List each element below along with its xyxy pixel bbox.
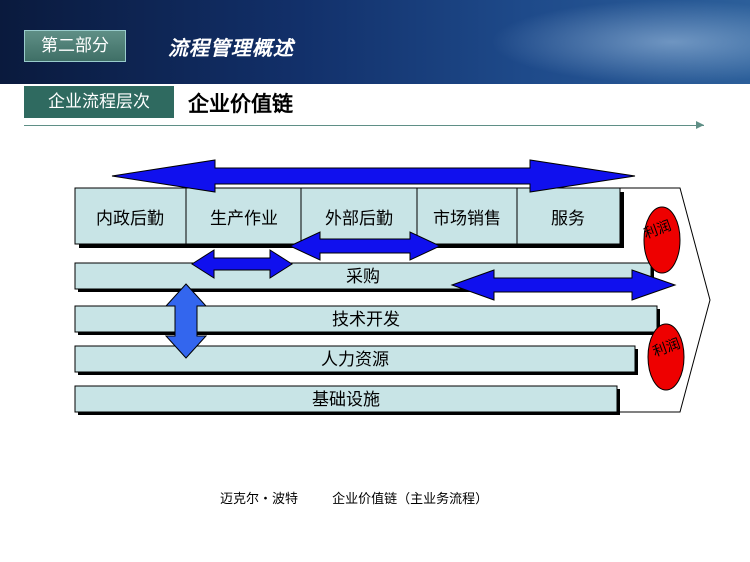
logistics-double-arrow xyxy=(288,231,442,261)
caption-description: 企业价值链（主业务流程） xyxy=(332,492,489,507)
primary-activity: 内政后勤 xyxy=(96,209,164,229)
primary-activity: 服务 xyxy=(551,209,585,229)
vertical-double-arrow xyxy=(164,283,208,359)
support-activity: 基础设施 xyxy=(312,390,380,410)
margin-upper: 利润 xyxy=(642,206,681,274)
support-activity: 采购 xyxy=(346,267,380,287)
production-double-arrow xyxy=(191,249,293,279)
page-title: 企业价值链 xyxy=(188,92,293,116)
support-activity: 技术开发 xyxy=(332,310,400,330)
boat-photo xyxy=(490,0,750,84)
primary-activity: 市场销售 xyxy=(433,209,501,229)
procurement-double-arrow xyxy=(450,269,677,301)
margin-chevron xyxy=(620,187,711,413)
primary-activity: 外部后勤 xyxy=(325,209,393,229)
primary-activity: 生产作业 xyxy=(210,209,278,229)
primary-double-arrow xyxy=(111,159,636,193)
header-banner: 第二部分 流程管理概述 xyxy=(0,0,750,84)
title-divider xyxy=(24,125,704,126)
support-activity: 人力资源 xyxy=(321,350,389,370)
caption-author: 迈克尔・波特 xyxy=(220,492,299,507)
subsection-tag: 企业流程层次 xyxy=(24,86,174,118)
support-row-hr: 人力资源 xyxy=(74,345,638,375)
divider-arrowhead xyxy=(696,121,704,129)
primary-activities-row: 内政后勤 生产作业 外部后勤 市场销售 服务 xyxy=(74,187,624,248)
section-title: 流程管理概述 xyxy=(168,36,294,60)
caption: 迈克尔・波特 企业价值链（主业务流程） xyxy=(220,488,518,507)
margin-lower: 利润 xyxy=(647,323,685,391)
support-row-technology: 技术开发 xyxy=(74,305,660,335)
section-tag: 第二部分 xyxy=(24,30,126,62)
support-row-infrastructure: 基础设施 xyxy=(74,385,620,415)
